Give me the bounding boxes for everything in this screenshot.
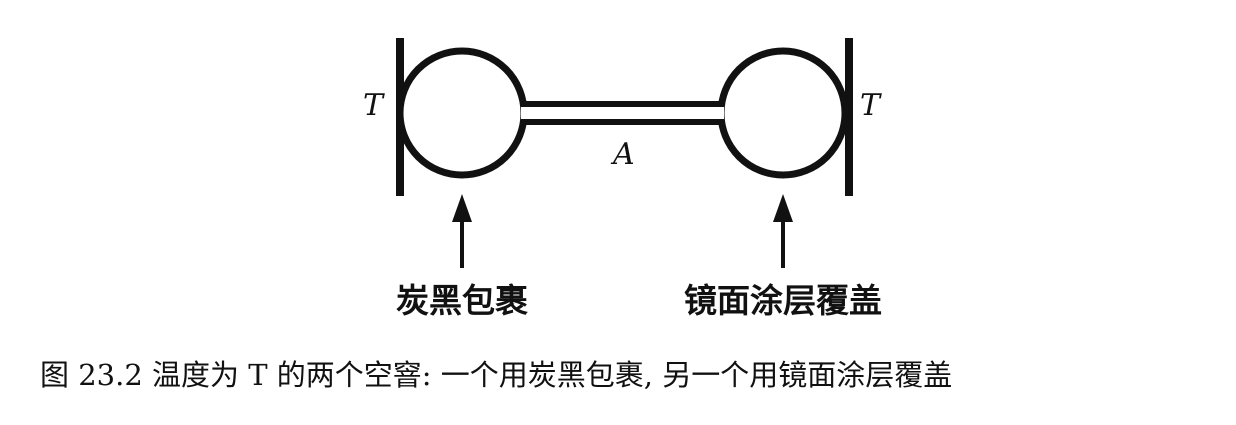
right-arrow — [773, 194, 793, 268]
connecting-tube — [525, 101, 720, 125]
figure-caption: 图 23.2 温度为 T 的两个空窨: 一个用炭黑包裹, 另一个用镜面涂层覆盖 — [40, 358, 953, 392]
tube-area-label: A — [610, 137, 635, 172]
right-temperature-label: T — [860, 88, 882, 123]
right-cavity — [717, 47, 849, 179]
left-annotation: 炭黑包裹 — [396, 281, 528, 320]
left-arrow — [452, 194, 472, 268]
left-temperature-label: T — [363, 88, 385, 123]
right-annotation: 镜面涂层覆盖 — [684, 281, 882, 320]
left-cavity — [396, 47, 528, 179]
